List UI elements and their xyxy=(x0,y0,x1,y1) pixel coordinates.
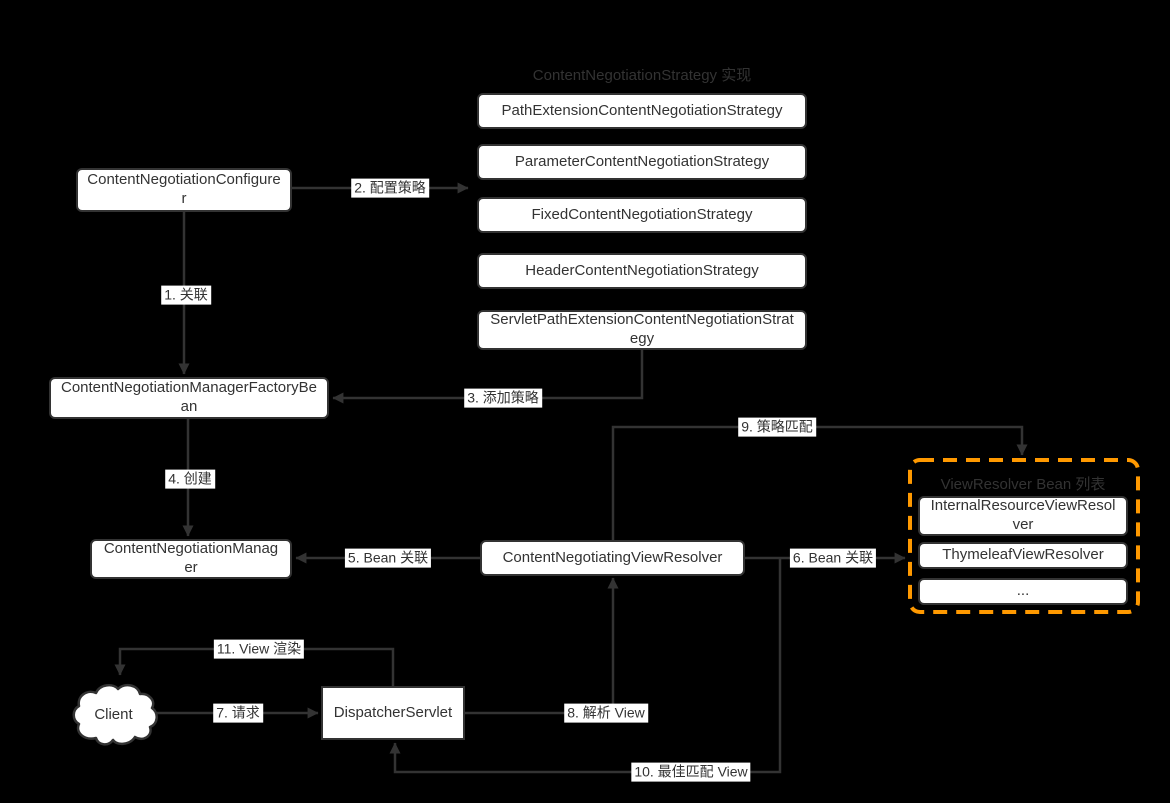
edge-10-best-match-view xyxy=(389,558,782,774)
node-internal-resource-view-resolver: InternalResourceViewResolver xyxy=(918,496,1128,536)
node-header-strategy: HeaderContentNegotiationStrategy xyxy=(477,253,807,289)
node-fixed-strategy: FixedContentNegotiationStrategy xyxy=(477,197,807,233)
node-thymeleaf-view-resolver: ThymeleafViewResolver xyxy=(918,542,1128,569)
viewresolver-cluster-title: ViewResolver Bean 列表 xyxy=(940,476,1106,493)
edge-label-6: 6. Bean 关联 xyxy=(789,548,877,568)
node-path-extension-strategy: PathExtensionContentNegotiationStrategy xyxy=(477,93,807,129)
node-content-negotiation-manager: ContentNegotiationManager xyxy=(90,539,292,579)
client-cloud xyxy=(72,683,158,746)
edge-label-4: 4. 创建 xyxy=(165,469,215,489)
edge-label-5: 5. Bean 关联 xyxy=(344,548,432,568)
edge-label-7: 7. 请求 xyxy=(213,703,263,723)
edge-9-strategy-match xyxy=(611,425,1028,540)
viewresolver-cluster-border xyxy=(908,458,1140,614)
edge-label-9: 9. 策略匹配 xyxy=(738,417,816,437)
edge-label-8: 8. 解析 View xyxy=(564,703,648,723)
node-parameter-strategy: ParameterContentNegotiationStrategy xyxy=(477,144,807,180)
edge-label-3: 3. 添加策略 xyxy=(464,388,542,408)
edge-label-1: 1. 关联 xyxy=(161,285,211,305)
node-more-view-resolvers: ... xyxy=(918,578,1128,605)
edge-label-11: 11. View 渲染 xyxy=(213,639,305,659)
node-servlet-path-strategy: ServletPathExtensionContentNegotiationSt… xyxy=(477,310,807,350)
node-content-negotiation-configurer: ContentNegotiationConfigurer xyxy=(76,168,292,212)
node-client-label: Client xyxy=(94,705,133,723)
edge-label-10: 10. 最佳匹配 View xyxy=(631,762,751,782)
node-dispatcher-servlet: DispatcherServlet xyxy=(321,686,465,740)
edge-8-resolve-view xyxy=(465,577,619,715)
node-content-negotiating-view-resolver: ContentNegotiatingViewResolver xyxy=(480,540,745,576)
edge-label-2: 2. 配置策略 xyxy=(351,178,429,198)
edge-3-add-strategy xyxy=(332,350,644,404)
strategies-cluster-title: ContentNegotiationStrategy 实现 xyxy=(532,67,752,84)
node-manager-factory-bean: ContentNegotiationManagerFactoryBean xyxy=(49,377,329,419)
